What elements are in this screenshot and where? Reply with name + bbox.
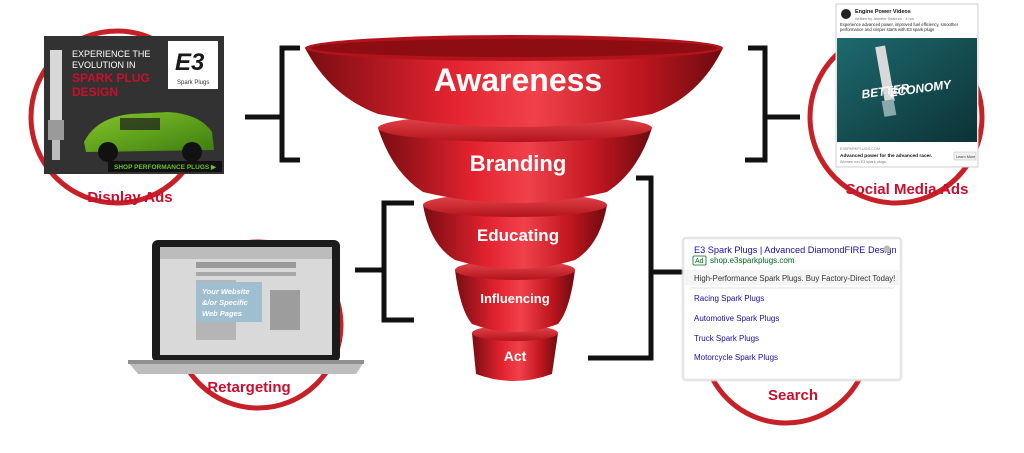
sitelink-1[interactable]: Racing Spark Plugs: [694, 294, 764, 303]
spark-plug-image: [50, 50, 62, 120]
video-text-1: BETTER: [861, 81, 911, 102]
laptop-base: [128, 362, 364, 374]
display-headline-2: EVOLUTION IN: [72, 60, 136, 70]
search-ad-description: High-Performance Spark Plugs. Buy Factor…: [694, 274, 895, 283]
left-top-bracket: [279, 45, 300, 163]
social-post-card: Engine Power Videos Written by Jennifer …: [835, 3, 979, 168]
label-display-ads: Display Ads: [87, 189, 172, 206]
display-cta: SHOP PERFORMANCE PLUGS ▶: [114, 164, 217, 171]
funnel-stage-influencing: Influencing: [455, 260, 575, 332]
e3-logo-sub: Spark Plugs: [177, 80, 209, 86]
highlight-box: [196, 282, 262, 322]
left-lower-bracket: [381, 200, 414, 323]
funnel-stage-act: Act: [472, 325, 558, 381]
learn-more-label: Learn More: [956, 155, 975, 159]
stage-label-branding: Branding: [470, 151, 567, 176]
search-ad-url: shop.e3sparkplugs.com: [710, 256, 795, 265]
retarget-text-1: Your Website: [202, 287, 250, 296]
social-byline: Written by Jennifer Seaburn · 4 hrs: [855, 17, 914, 21]
page-avatar: [841, 9, 851, 19]
display-ad-banner: EXPERIENCE THE EVOLUTION IN SPARK PLUG D…: [44, 36, 224, 174]
social-body: Experience advanced power, improved fuel…: [840, 22, 959, 32]
stage-label-awareness: Awareness: [434, 62, 602, 98]
brackets: [245, 45, 800, 361]
search-ad-title[interactable]: E3 Spark Plugs | Advanced DiamondFIRE De…: [694, 245, 897, 255]
stage-label-influencing: Influencing: [480, 291, 549, 306]
ad-badge-label: Ad: [695, 258, 704, 265]
label-retargeting: Retargeting: [207, 379, 290, 396]
ad-badge: [692, 255, 707, 266]
funnel-stage-educating: Educating: [423, 193, 607, 269]
label-search: Search: [768, 387, 818, 404]
social-link-domain: E3SPARKPLUGS.COM: [840, 147, 880, 151]
display-headline-1: EXPERIENCE THE: [72, 49, 150, 59]
right-lower-bracket: [588, 175, 654, 361]
e3-logo: E3: [175, 49, 205, 76]
display-headline-4: DESIGN: [72, 85, 118, 99]
display-headline-3: SPARK PLUG: [72, 71, 150, 85]
social-video: [837, 38, 977, 142]
right-top-bracket: [745, 45, 768, 163]
retarget-text-2: &/or Specific: [202, 298, 249, 307]
stage-label-act: Act: [504, 348, 527, 364]
search-ad-card: E3 Spark Plugs | Advanced DiamondFIRE De…: [681, 236, 903, 382]
sitelink-4[interactable]: Motorcycle Spark Plugs: [694, 353, 778, 362]
e3-logo-box: [168, 41, 218, 89]
funnel-stage-branding: Branding: [378, 114, 652, 203]
channel-labels: Display Ads Social Media Ads Retargeting…: [87, 181, 968, 404]
stage-label-educating: Educating: [477, 226, 559, 245]
sitelink-3[interactable]: Truck Spark Plugs: [694, 334, 759, 343]
learn-more-button[interactable]: [953, 151, 977, 161]
green-car-image: [84, 112, 214, 152]
social-link-title: Advanced power for the advanced racer.: [840, 153, 932, 159]
info-icon: [883, 245, 891, 253]
social-page-name: Engine Power Videos: [855, 9, 911, 15]
funnel-stage-awareness: Awareness: [305, 35, 723, 127]
sitelink-2[interactable]: Automotive Spark Plugs: [694, 314, 779, 323]
social-link-sub: Women run E3 spark plugs.: [840, 160, 887, 164]
retarget-text-3: Web Pages: [202, 309, 242, 318]
label-social-media-ads: Social Media Ads: [846, 181, 969, 198]
laptop-image: Your Website &/or Specific Web Pages: [128, 240, 364, 374]
funnel: Act Influencing Educating Branding Aware…: [305, 35, 723, 381]
